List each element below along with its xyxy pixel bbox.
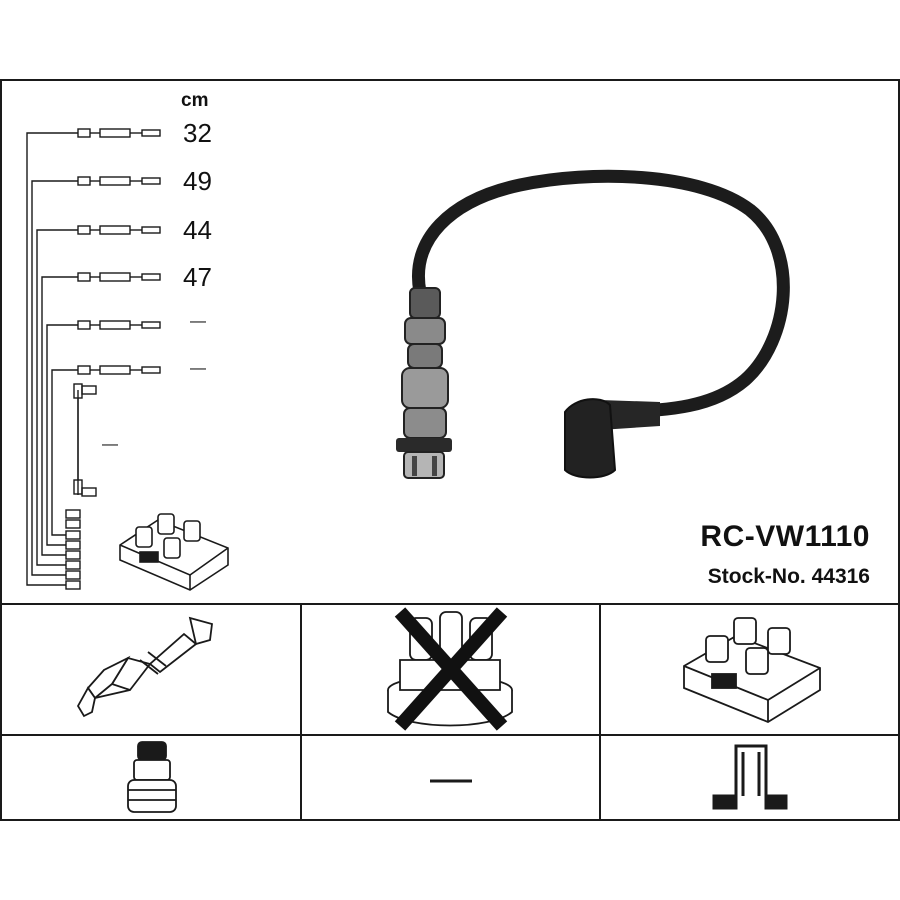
wiring-schematic [26,132,79,586]
coil-pack-small-icon [119,513,229,591]
lead-symbol-1 [77,128,161,138]
lead-symbol-5 [77,320,161,330]
stock-number: Stock-No. 44316 [707,565,870,588]
lead-symbol-4 [77,272,161,282]
unit-label: cm [181,90,209,111]
plug-boot-icon [127,741,177,813]
part-number: RC-VW1110 [700,520,870,553]
outer-frame [0,79,900,821]
ignition-coil-icon [683,617,821,724]
lead-symbol-3 [77,225,161,235]
lead-length-4: 47 [183,262,212,292]
lead-symbol-2 [77,176,161,186]
short-lead-length: — [102,436,118,453]
lead-length-3: 44 [183,215,212,245]
lead-symbol-6 [77,365,161,375]
terminal-stack [65,509,81,590]
ignition-cable-illustration [396,169,790,479]
lead-length-2: 49 [183,166,212,196]
lead-length-5: — [190,313,206,330]
bracket-connector-icon [712,744,788,810]
lead-symbol-short [73,383,97,497]
lead-length-6: — [190,360,206,377]
spark-plug-icon [76,616,213,718]
lead-symbols [65,128,161,590]
not-applicable-cross-icon [394,607,508,731]
lead-length-1: 32 [183,118,212,148]
